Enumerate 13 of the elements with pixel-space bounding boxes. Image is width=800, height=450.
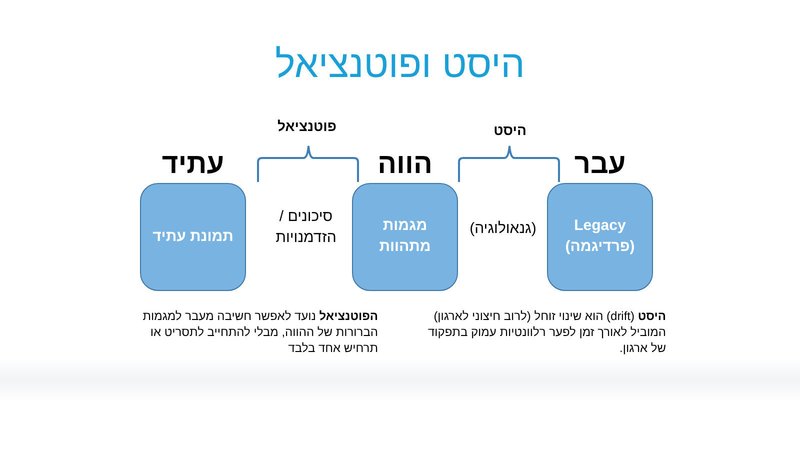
box-text: מגמות מתהוות [378,216,432,257]
box-text: תמונת עתיד [152,226,234,247]
box-text: Legacy (פרדיגמה) [564,216,636,257]
bracket-label: היסט [492,121,528,140]
gap-text: (גנאולוגיה) [468,219,538,239]
note-paragraph: הפוטנציאל נועד לאפשר חשיבה מעבר למגמות הברורות של ההווה, מבלי להתחייב לתסריט או תרחיש אחד בלבד [142,308,378,356]
note-paragraph: היסט (drift) הוא שינוי זוחל (לרוב חיצוני לארגון) המוביל לאורך זמן לפער רלוונטיות עמוק בתפקוד של ארגון. [426,308,666,356]
bracket-label: פוטנציאל [276,117,338,136]
column-heading: עבר [574,147,626,181]
gap-text: סיכונים / הזדמנויות [274,207,338,248]
column-heading: הווה [378,147,432,181]
column-heading: עתיד [162,147,224,181]
title: היסט ופוטנציאל [275,43,525,88]
